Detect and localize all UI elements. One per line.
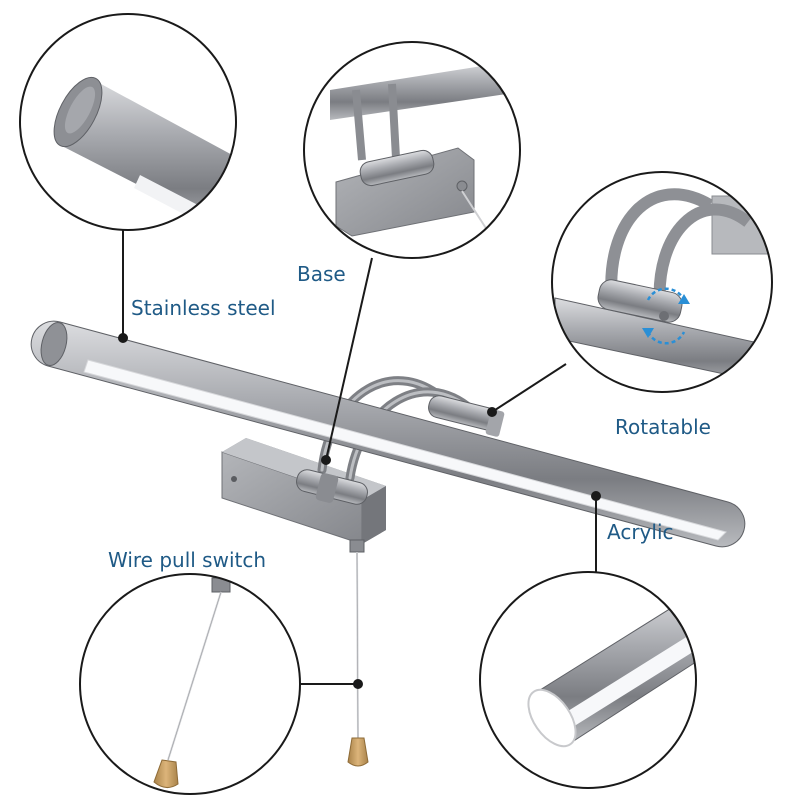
base-label: Base [297, 262, 346, 286]
pull-cord [347, 539, 369, 767]
stainless-steel-label: Stainless steel [131, 296, 276, 320]
rotatable-label: Rotatable [615, 415, 711, 439]
acrylic-label: Acrylic [607, 520, 674, 544]
base-hinge [296, 469, 368, 505]
detail-acrylic [479, 571, 697, 789]
pull-knob [347, 737, 369, 767]
detail-wire-pull-switch [79, 573, 301, 795]
callout-lines [118, 230, 601, 689]
lamp-main [30, 320, 746, 767]
detail-rotatable [551, 171, 773, 393]
rotate-arrow-icon [646, 287, 686, 301]
detail-base [303, 41, 521, 259]
lamp-bar [30, 320, 746, 548]
wire-pull-switch-label: Wire pull switch [108, 548, 267, 572]
detail-stainless-steel [19, 13, 237, 231]
lamp-arms [317, 376, 477, 483]
